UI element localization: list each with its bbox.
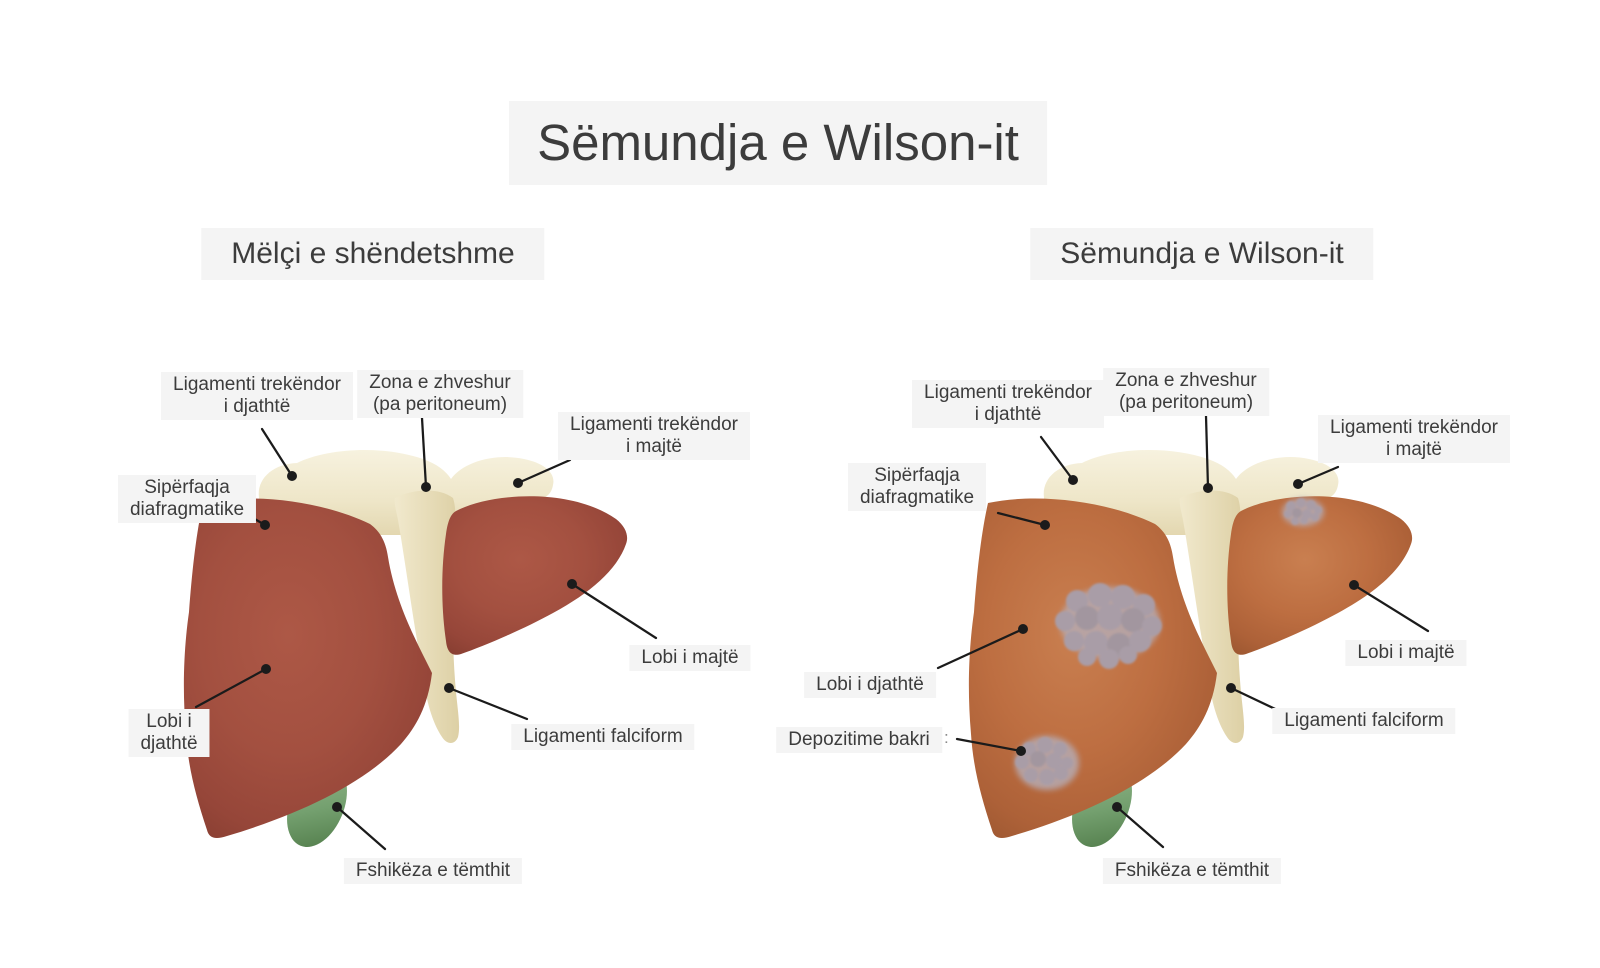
label-line: Fshikëza e tëmthit xyxy=(355,860,511,881)
left-lobe xyxy=(1227,496,1413,655)
colon-artifact: : xyxy=(944,728,949,747)
copper-deposit-cluster-large xyxy=(1055,583,1162,669)
label-line: Zona e zhveshur xyxy=(1115,370,1257,391)
label-line: Ligamenti trekëndor xyxy=(570,414,738,435)
label-line: (pa peritoneum) xyxy=(372,394,508,415)
label-lig-tri-left: Ligamenti trekëndor i majtë xyxy=(558,412,750,460)
label-line: Lobi i xyxy=(146,711,192,732)
label-line: i djathtë xyxy=(974,404,1042,425)
label-diaphragmatic-surface: Sipërfaqja diafragmatike xyxy=(847,463,987,511)
label-bare-area: Zona e zhveshur (pa peritoneum) xyxy=(357,370,523,418)
label-line: i djathtë xyxy=(223,396,291,417)
label-line: i majtë xyxy=(1386,439,1442,460)
label-bare-area: Zona e zhveshur (pa peritoneum) xyxy=(1103,368,1269,416)
label-line: Ligamenti falciform xyxy=(523,726,683,747)
label-line: djathtë xyxy=(140,733,198,754)
falciform-ligament xyxy=(1179,490,1245,743)
label-line: Lobi i majtë xyxy=(1357,642,1455,663)
label-line: Ligamenti trekëndor xyxy=(173,374,341,395)
copper-deposit-cluster-small xyxy=(1015,736,1079,790)
page-title: Sëmundja e Wilson-it xyxy=(509,101,1047,185)
label-gallbladder: Fshikëza e tëmthit xyxy=(1102,858,1282,884)
label-line: Sipërfaqja xyxy=(874,465,960,486)
falciform-ligament xyxy=(394,490,460,743)
label-line: Ligamenti falciform xyxy=(1284,710,1444,731)
label-line: Ligamenti trekëndor xyxy=(924,382,1092,403)
label-line: i majtë xyxy=(626,436,682,457)
label-lig-tri-right: Ligamenti trekëndor i djathtë xyxy=(161,372,353,420)
label-lig-tri-right: Ligamenti trekëndor i djathtë xyxy=(912,380,1104,428)
label-left-lobe: Lobi i majtë xyxy=(1345,640,1467,666)
left-lobe xyxy=(442,496,628,655)
label-left-lobe: Lobi i majtë xyxy=(629,645,751,671)
healthy-liver-illustration xyxy=(183,449,628,848)
label-right-lobe: Lobi i djathtë xyxy=(128,709,210,757)
label-right-lobe: Lobi i djathtë xyxy=(804,672,936,698)
label-line: Lobi i majtë xyxy=(641,647,739,668)
label-line: Zona e zhveshur xyxy=(369,372,511,393)
right-panel-subtitle: Sëmundja e Wilson-it xyxy=(1030,228,1374,280)
label-line: diafragmatike xyxy=(129,499,245,520)
right-lobe xyxy=(183,498,432,838)
label-line: diafragmatike xyxy=(859,487,975,508)
copper-deposit-cluster-top xyxy=(1282,498,1324,526)
left-panel-subtitle: Mëlçi e shëndetshme xyxy=(201,228,545,280)
label-diaphragmatic-surface: Sipërfaqja diafragmatike xyxy=(117,475,257,523)
right-lobe xyxy=(968,498,1217,838)
label-line: Sipërfaqja xyxy=(144,477,230,498)
label-lig-tri-left: Ligamenti trekëndor i majtë xyxy=(1318,415,1510,463)
label-gallbladder: Fshikëza e tëmthit xyxy=(343,858,523,884)
label-copper-deposits: Depozitime bakri xyxy=(776,727,942,753)
label-line: Ligamenti trekëndor xyxy=(1330,417,1498,438)
wilson-liver-illustration xyxy=(968,449,1413,848)
label-falciform: Ligamenti falciform xyxy=(1272,708,1456,734)
label-falciform: Ligamenti falciform xyxy=(511,724,695,750)
label-line: (pa peritoneum) xyxy=(1118,392,1254,413)
label-line: Fshikëza e tëmthit xyxy=(1114,860,1270,881)
label-line: Depozitime bakri xyxy=(788,729,930,750)
label-line: Lobi i djathtë xyxy=(816,674,924,695)
